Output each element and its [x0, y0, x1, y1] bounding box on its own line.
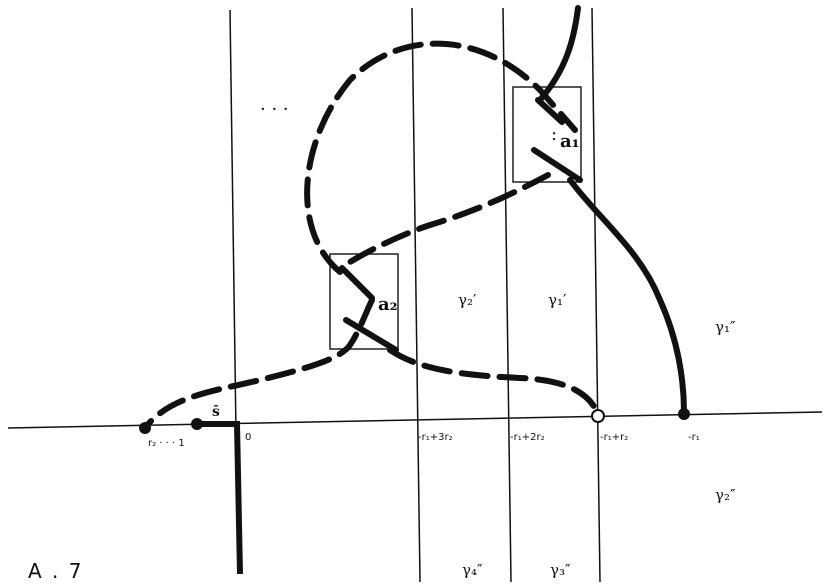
strand-right-arc: [567, 177, 687, 415]
axis-label-left: r₂ · · · 1: [148, 438, 185, 449]
region-label-gamma4-dprime: γ₄″: [462, 561, 483, 579]
figure-caption: A . 7: [28, 559, 83, 583]
strand-top-arc: [304, 40, 578, 275]
strand-top-vertical: [537, 5, 581, 103]
strand-bottom-run: [387, 347, 601, 417]
box-dots-a2: :: [368, 289, 374, 310]
axis-label-origin: 0: [245, 432, 251, 443]
axis-label-tick-2: -r₁+2r₂: [510, 432, 545, 443]
strand-a2-cross: [339, 265, 399, 353]
strand-a2-down: [142, 297, 375, 431]
endpoint-open: [591, 409, 605, 423]
crossing-label-a1: a₁: [560, 131, 580, 152]
endpoint-minus-r1: [678, 408, 690, 420]
region-label-gamma1-prime: γ₁′: [548, 291, 567, 309]
s-bar-path: [197, 421, 243, 575]
endpoint-r2: [139, 422, 151, 434]
strand-a1-cross: [531, 97, 583, 183]
axis-label-tick-4: -r₁: [688, 432, 700, 443]
strand-a1-down: [347, 172, 551, 265]
axis-label-tick-3: -r₁+r₂: [600, 432, 628, 443]
vertical-line-1: [411, 7, 421, 583]
vertical-line-3: [591, 7, 601, 583]
crossing-label-a2: a₂: [378, 294, 398, 315]
axis-label-tick-1: -r₁+3r₂: [418, 432, 453, 443]
ellipsis-dots: · · ·: [260, 99, 289, 120]
region-label-gamma2-dprime: γ₂″: [715, 486, 736, 504]
region-label-gamma1-dprime: γ₁″: [715, 318, 736, 336]
box-dots-a1: :: [551, 124, 557, 145]
region-label-gamma3-dprime: γ₃″: [550, 561, 571, 579]
s-bar-endpoint: [191, 418, 203, 430]
horizontal-axis: [7, 411, 823, 429]
axis-label-s-bar: s̄: [212, 404, 220, 420]
vertical-line-2: [502, 7, 512, 583]
region-label-gamma2-prime: γ₂′: [458, 291, 477, 309]
